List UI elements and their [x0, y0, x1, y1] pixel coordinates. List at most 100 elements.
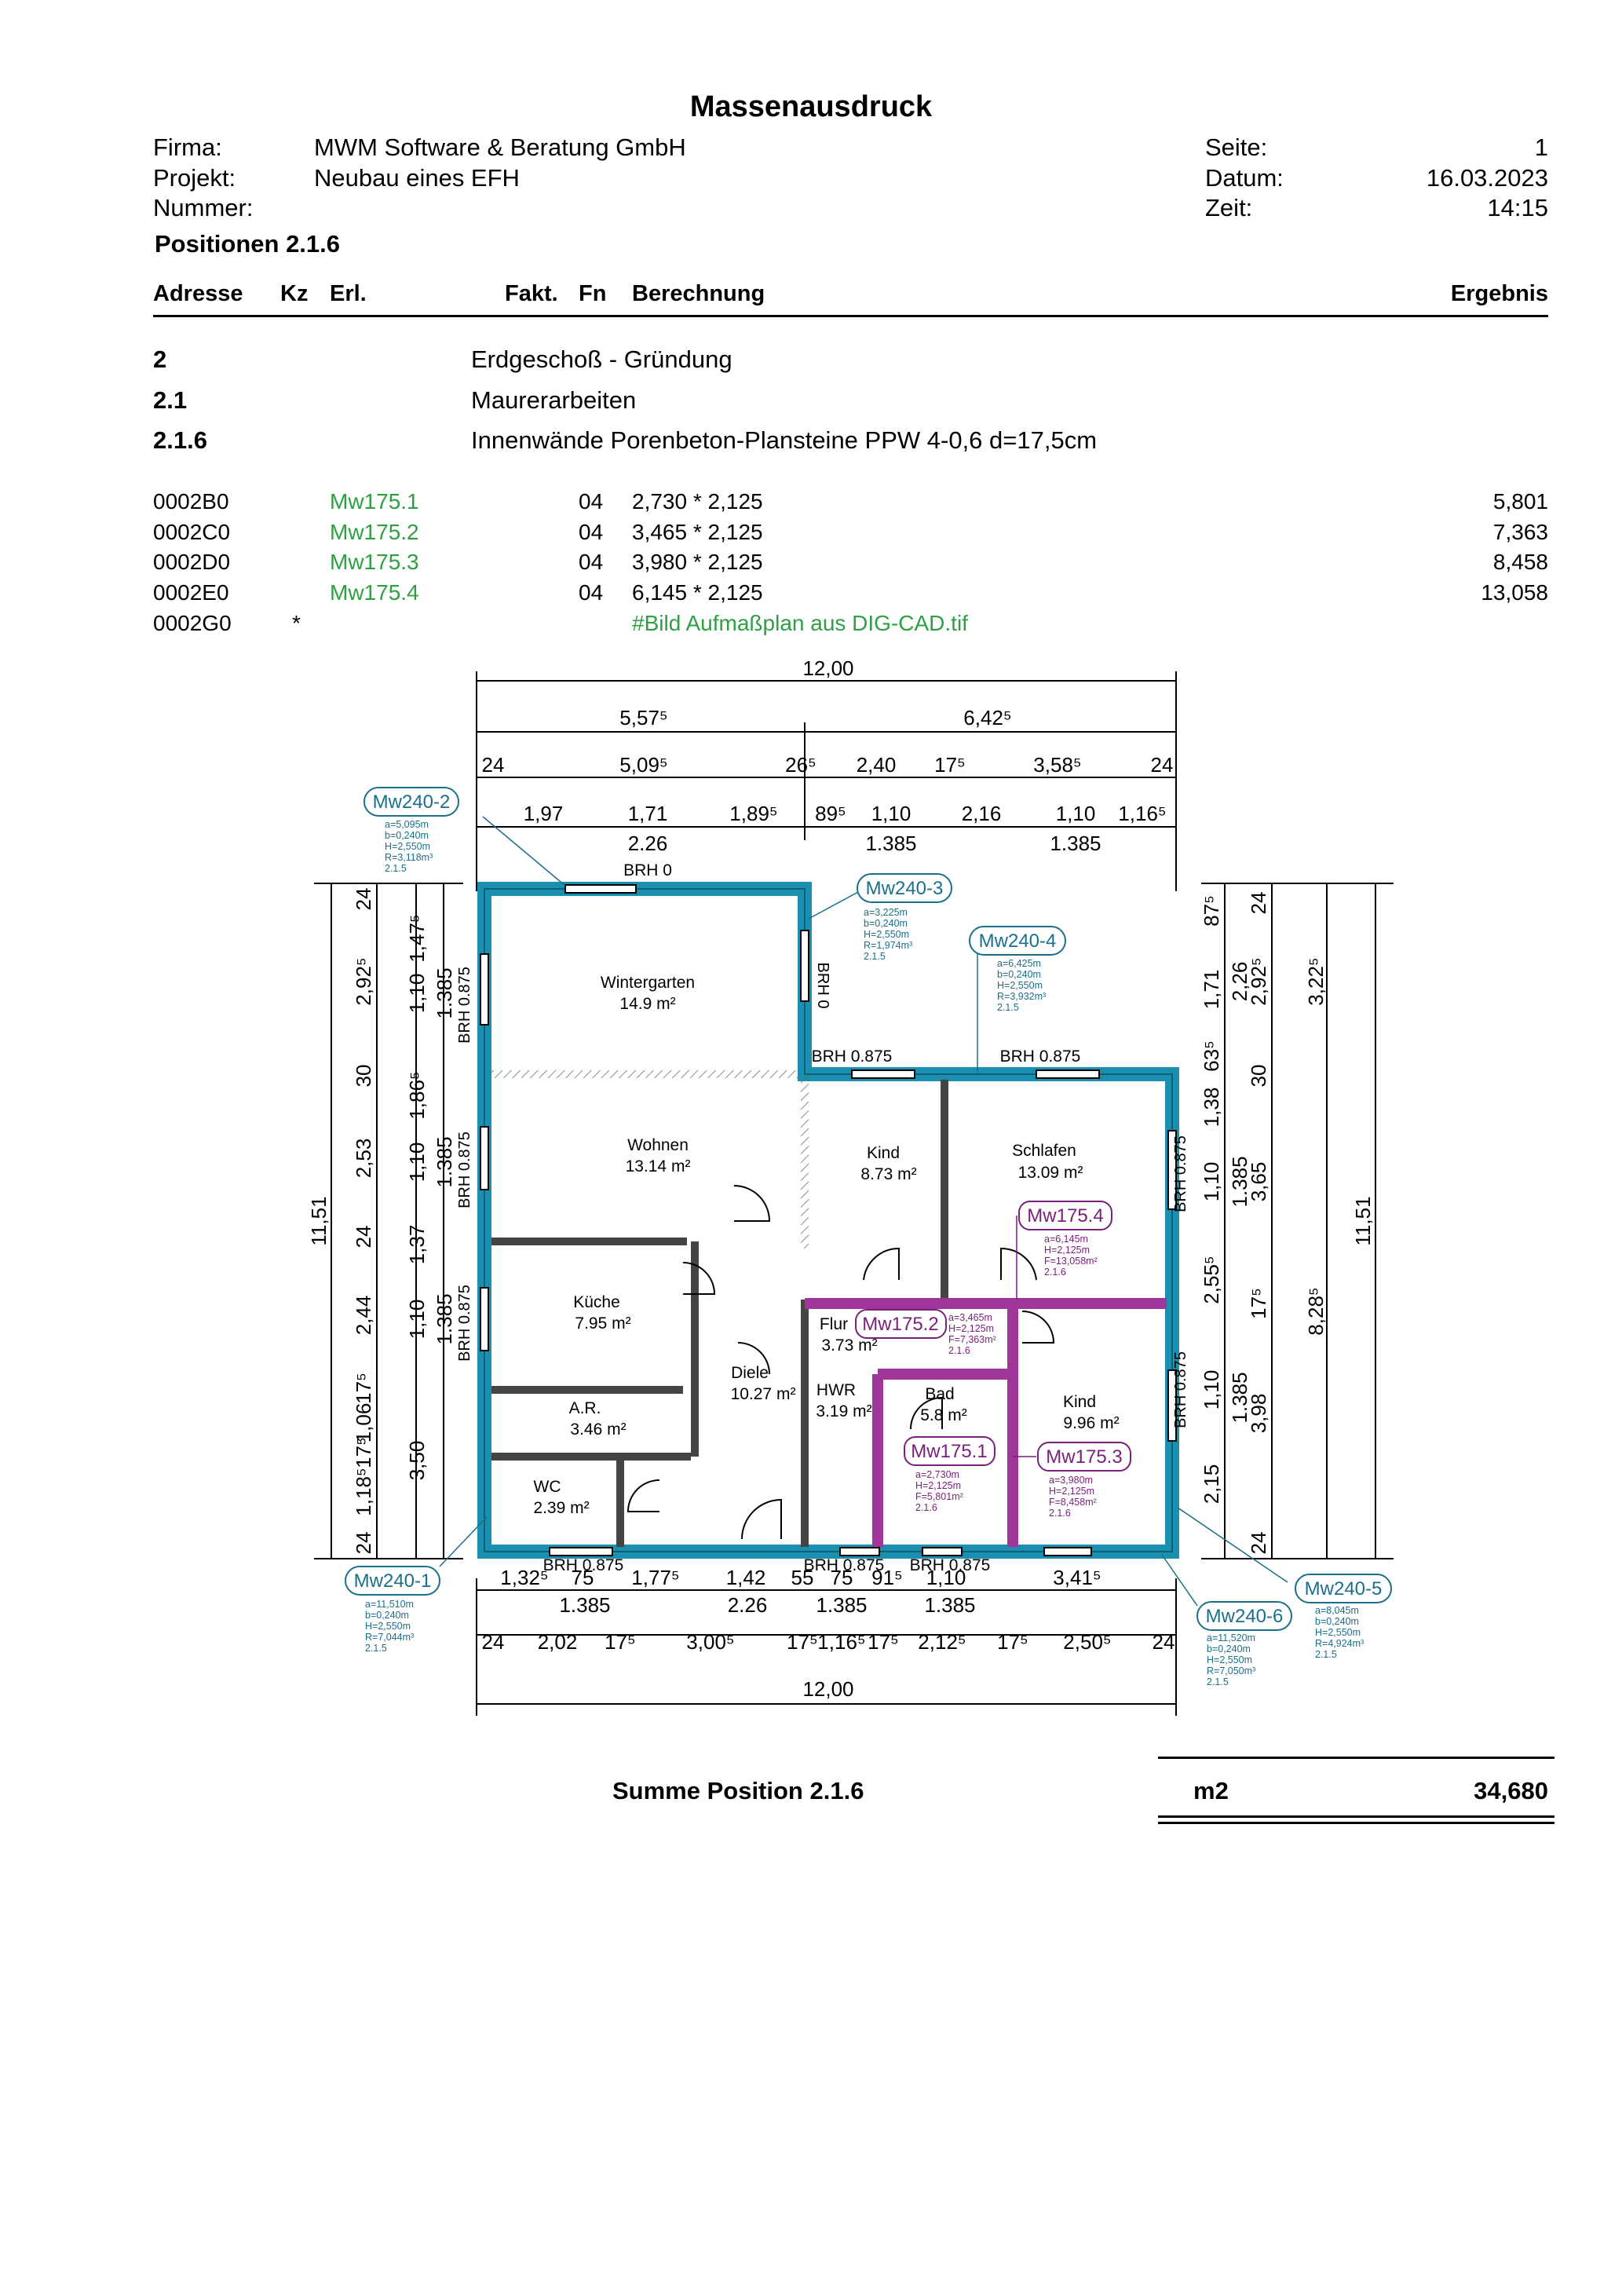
dimension-label: 1,77⁵: [631, 1566, 679, 1589]
dimension-label: a=3,980m: [1049, 1475, 1093, 1486]
row-adresse: 0002G0: [153, 611, 232, 635]
dimension-label: 1,16⁵: [1118, 802, 1166, 825]
dimension-label: 2.1.5: [365, 1643, 387, 1654]
room-area: 9.96 m²: [1063, 1414, 1119, 1432]
dimension-label: 1,10: [1200, 1370, 1223, 1410]
dimension-label: 17⁵: [605, 1630, 636, 1654]
dimension-label: 2,92⁵: [1247, 957, 1270, 1005]
dimension-label: 2,02: [538, 1630, 578, 1654]
tag-mw240-4: Mw240-4 a=6,425m b=0,240m H=2,550m R=3,9…: [969, 926, 1066, 1013]
dimension-label: 24: [1151, 753, 1174, 777]
dimension-label: 17⁵: [352, 1437, 375, 1468]
dimension-label: a=3,225m: [864, 907, 908, 918]
room-area: 5.8 m²: [920, 1406, 967, 1424]
dimension-label: 2.26: [728, 1593, 768, 1617]
tag-mw175-2: Mw175.2 a=3,465m H=2,125m F=7,363m² 2.1.…: [855, 1309, 996, 1356]
projekt-label: Projekt:: [153, 164, 236, 192]
dimension-label: 1.385: [433, 967, 456, 1018]
dimension-label: 1,37: [405, 1225, 429, 1265]
right-dimension-texts: 87⁵ 1,71 63⁵ 1,38 1,10 2,55⁵ 1,10 2,15 2…: [812, 892, 1375, 1555]
section-number: 2: [153, 345, 167, 373]
summary-label: Summe Position 2.1.6: [612, 1777, 864, 1804]
dimension-label: 1,47⁵: [405, 914, 429, 962]
dimension-label: 2,16: [962, 802, 1002, 825]
dimension-label: Mw240-5: [1305, 1578, 1383, 1600]
dimension-label: BRH 0.875: [804, 1556, 885, 1574]
tag-mw240-5: Mw240-5 a=8,045m b=0,240m H=2,550m R=4,9…: [1295, 1574, 1392, 1660]
dimension-label: 2.1.5: [997, 1002, 1019, 1013]
dimension-label: 3,00⁵: [686, 1630, 734, 1654]
room-labels: Wintergarten 14.9 m² Wohnen 13.14 m² Kin…: [533, 974, 1119, 1517]
dimension-label: R=7,050m³: [1207, 1665, 1255, 1676]
dimension-label: 2,40: [857, 753, 897, 777]
projekt-value: Neubau eines EFH: [314, 164, 520, 192]
dimension-label: F=7,363m²: [948, 1334, 996, 1345]
row-erl[interactable]: Mw175.3: [330, 550, 419, 574]
dimension-label: 3,41⁵: [1053, 1566, 1101, 1589]
summary-double-rule-2: [1158, 1822, 1554, 1824]
room-area: 3.46 m²: [570, 1420, 626, 1439]
row-kz: *: [292, 611, 301, 635]
dimension-label: 1,10: [405, 974, 429, 1014]
dimension-label: 2,55⁵: [1200, 1256, 1223, 1303]
col-berechnung: Berechnung: [632, 281, 765, 306]
dimension-label: b=0,240m: [1207, 1643, 1251, 1654]
row-ergebnis: 8,458: [1492, 550, 1548, 574]
dimension-label: 1,06: [352, 1403, 375, 1443]
room-name: Flur: [820, 1315, 848, 1333]
dimension-label: 1.385: [559, 1593, 610, 1617]
row-berechnung: 3,465 * 2,125: [632, 520, 763, 544]
dimension-label: 75: [831, 1566, 853, 1589]
room-name: Küche: [573, 1293, 620, 1311]
dimension-label: a=2,730m: [915, 1469, 959, 1480]
outer-walls: [477, 882, 1179, 1559]
room-name: A.R.: [569, 1399, 601, 1417]
row-erl[interactable]: Mw175.2: [330, 520, 419, 544]
dimension-label: R=7,044m³: [365, 1632, 414, 1643]
dimension-label: 1.385: [433, 1136, 456, 1187]
purple-walls: [805, 1298, 1167, 1547]
dimension-label: R=3,118m³: [385, 852, 433, 863]
dimension-label: 24: [352, 888, 375, 911]
dimension-label: a=3,465m: [948, 1312, 992, 1323]
dimension-label: R=1,974m³: [864, 940, 912, 951]
room-area: 2.39 m²: [533, 1499, 589, 1517]
dimension-label: a=11,510m: [365, 1599, 414, 1610]
dimension-label: 8,28⁵: [1304, 1287, 1328, 1335]
dimension-label: 1,10: [1200, 1162, 1223, 1202]
col-ergebnis: Ergebnis: [1450, 281, 1548, 306]
dimension-label: 3,98: [1247, 1394, 1270, 1434]
row-ergebnis: 5,801: [1492, 489, 1548, 514]
top-dimension-lines: [476, 671, 1177, 891]
col-kz: Kz: [280, 281, 309, 306]
dimension-label: 1.385: [1228, 1372, 1251, 1423]
row-erl[interactable]: Mw175.4: [330, 580, 419, 605]
room-area: 3.19 m²: [816, 1402, 871, 1420]
header-rule: [153, 315, 1548, 317]
dimension-label: 1.385: [816, 1593, 867, 1617]
dimension-label: a=6,145m: [1044, 1234, 1088, 1245]
door-swings: [627, 1185, 1055, 1540]
bottom-dimension-lines: [476, 1578, 1177, 1716]
room-name: Schlafen: [1012, 1142, 1076, 1160]
dimension-label: 17⁵: [934, 753, 966, 777]
dimension-label: Mw175.2: [862, 1314, 938, 1335]
dimension-label: BRH 0: [623, 861, 672, 879]
dimension-label: 2,12⁵: [918, 1630, 966, 1654]
dimension-label: 75: [572, 1566, 594, 1589]
room-name: Kind: [867, 1144, 900, 1162]
tag-mw175-4: Mw175.4 a=6,145m H=2,125m F=13,058m² 2.1…: [1018, 1201, 1112, 1278]
windows: [480, 884, 1177, 1556]
row-fn: 04: [579, 580, 604, 605]
dimension-label: 1,42: [726, 1566, 766, 1589]
row-erl[interactable]: Mw175.1: [330, 489, 419, 514]
row-fn: 04: [579, 520, 604, 544]
row-image-reference[interactable]: #Bild Aufmaßplan aus DIG-CAD.tif: [632, 611, 968, 635]
dimension-label: 5,09⁵: [619, 753, 667, 777]
dimension-label: 2.1.5: [1315, 1649, 1337, 1660]
dimension-label: 24: [352, 1226, 375, 1249]
tag-mw175-3: Mw175.3 a=3,980m H=2,125m F=8,458m² 2.1.…: [1037, 1442, 1131, 1519]
dimension-label: Mw175.3: [1046, 1446, 1122, 1468]
dimension-label: H=2,550m: [997, 980, 1043, 991]
room-area: 7.95 m²: [575, 1314, 630, 1333]
